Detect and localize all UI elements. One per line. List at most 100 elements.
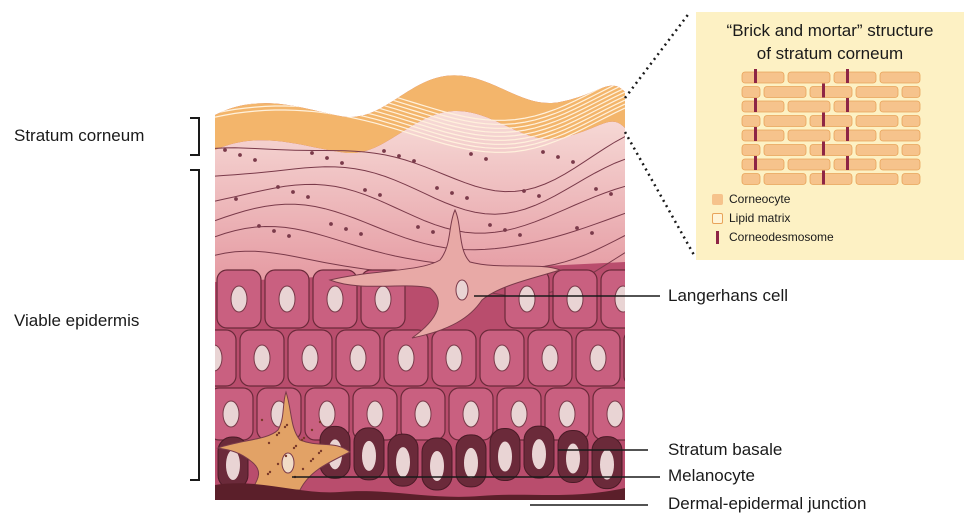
legend-lipid-matrix-label: Lipid matrix bbox=[729, 211, 790, 225]
melanin-granule bbox=[318, 452, 320, 454]
cell-nucleus bbox=[415, 401, 431, 427]
corneodesmosome-swatch-icon bbox=[716, 231, 719, 244]
cell-nucleus bbox=[398, 345, 414, 371]
melanin-granule bbox=[295, 445, 297, 447]
melanin-granule bbox=[293, 447, 295, 449]
corneocyte-brick bbox=[834, 159, 876, 170]
cell-nucleus bbox=[567, 286, 583, 312]
corneodesmosome bbox=[822, 84, 825, 98]
keratohyalin-granule bbox=[364, 189, 367, 192]
keratohyalin-granule bbox=[417, 226, 420, 229]
zoom-line-bottom bbox=[625, 132, 694, 255]
keratohyalin-granule bbox=[235, 198, 238, 201]
keratohyalin-granule bbox=[277, 186, 280, 189]
legend-corneodesmosome: Corneodesmosome bbox=[712, 230, 834, 244]
legend-corneocyte-label: Corneocyte bbox=[729, 192, 790, 206]
cell-nucleus bbox=[367, 401, 383, 427]
stratum-corneum-label: Stratum corneum bbox=[14, 126, 144, 146]
corneocyte-brick bbox=[880, 101, 920, 112]
corneocyte-brick bbox=[764, 116, 806, 127]
corneocyte-brick bbox=[810, 174, 852, 185]
corneocyte-brick bbox=[902, 87, 920, 98]
corneodesmosome bbox=[754, 156, 757, 170]
corneocyte-brick bbox=[902, 145, 920, 156]
basal-nucleus bbox=[566, 444, 580, 474]
lipid-matrix-swatch-icon bbox=[712, 213, 723, 224]
melanin-granule bbox=[276, 434, 278, 436]
langerhans-cell-label: Langerhans cell bbox=[668, 286, 788, 306]
cell-nucleus bbox=[559, 401, 575, 427]
corneodesmosome bbox=[846, 69, 849, 83]
melanin-granule bbox=[319, 421, 321, 423]
corneocyte-brick bbox=[788, 159, 830, 170]
cell-nucleus bbox=[206, 345, 222, 371]
brick-and-mortar-inset: “Brick and mortar” structure of stratum … bbox=[696, 12, 964, 260]
basal-nucleus bbox=[600, 450, 614, 480]
melanin-granule bbox=[302, 468, 304, 470]
melanin-granule bbox=[269, 471, 271, 473]
keratohyalin-granule bbox=[595, 188, 598, 191]
keratohyalin-granule bbox=[345, 228, 348, 231]
corneocyte-brick bbox=[834, 101, 876, 112]
keratohyalin-granule bbox=[326, 157, 329, 160]
spinous-cell bbox=[624, 330, 668, 386]
cell-nucleus bbox=[319, 401, 335, 427]
corneocyte-brick bbox=[742, 130, 784, 141]
keratohyalin-granule bbox=[360, 233, 363, 236]
stratum-basale-label: Stratum basale bbox=[668, 440, 782, 460]
keratohyalin-granule bbox=[273, 230, 276, 233]
legend-corneocyte: Corneocyte bbox=[712, 192, 790, 206]
basal-nucleus bbox=[498, 441, 512, 471]
corneocyte-bricks bbox=[742, 72, 920, 185]
cell-nucleus bbox=[231, 286, 247, 312]
cell-nucleus bbox=[638, 345, 654, 371]
corneodesmosome bbox=[846, 98, 849, 112]
corneocyte-brick bbox=[742, 87, 760, 98]
keratohyalin-granule bbox=[485, 158, 488, 161]
keratohyalin-granule bbox=[254, 159, 257, 162]
corneocyte-brick bbox=[742, 145, 760, 156]
melanin-granule bbox=[301, 439, 303, 441]
cell-nucleus bbox=[327, 286, 343, 312]
dermal-epidermal-junction-label: Dermal-epidermal junction bbox=[668, 494, 866, 514]
melanin-granule bbox=[303, 437, 305, 439]
viable-epidermis-bracket bbox=[190, 170, 199, 480]
corneocyte-swatch-icon bbox=[712, 194, 723, 205]
corneocyte-brick bbox=[742, 116, 760, 127]
keratohyalin-granule bbox=[341, 162, 344, 165]
viable-epidermis-label: Viable epidermis bbox=[14, 311, 139, 331]
corneocyte-brick bbox=[810, 145, 852, 156]
corneocyte-brick bbox=[742, 72, 784, 83]
stratum-corneum-bracket bbox=[190, 118, 199, 155]
keratohyalin-granule bbox=[432, 231, 435, 234]
corneodesmosome bbox=[846, 127, 849, 141]
keratohyalin-granule bbox=[504, 229, 507, 232]
legend-lipid-matrix: Lipid matrix bbox=[712, 211, 790, 225]
melanin-granule bbox=[285, 455, 287, 457]
keratohyalin-granule bbox=[398, 155, 401, 158]
corneocyte-brick bbox=[788, 130, 830, 141]
keratohyalin-granule bbox=[413, 160, 416, 163]
cell-nucleus bbox=[463, 401, 479, 427]
keratohyalin-granule bbox=[489, 224, 492, 227]
cell-nucleus bbox=[254, 345, 270, 371]
melanin-granule bbox=[267, 473, 269, 475]
keratohyalin-granule bbox=[557, 156, 560, 159]
corneocyte-brick bbox=[742, 101, 784, 112]
corneodesmosome bbox=[822, 113, 825, 127]
keratohyalin-granule bbox=[576, 227, 579, 230]
corneocyte-brick bbox=[788, 72, 830, 83]
corneocyte-brick bbox=[764, 145, 806, 156]
corneocyte-brick bbox=[764, 87, 806, 98]
melanin-granule bbox=[320, 450, 322, 452]
corneocyte-brick bbox=[856, 145, 898, 156]
cell-nucleus bbox=[607, 401, 623, 427]
melanocyte-label: Melanocyte bbox=[668, 466, 755, 486]
keratohyalin-granule bbox=[572, 161, 575, 164]
corneodesmosome bbox=[822, 142, 825, 156]
melanin-granule bbox=[284, 426, 286, 428]
corneocyte-brick bbox=[856, 116, 898, 127]
melanocyte-nucleus bbox=[282, 453, 294, 473]
keratohyalin-granule bbox=[224, 149, 227, 152]
